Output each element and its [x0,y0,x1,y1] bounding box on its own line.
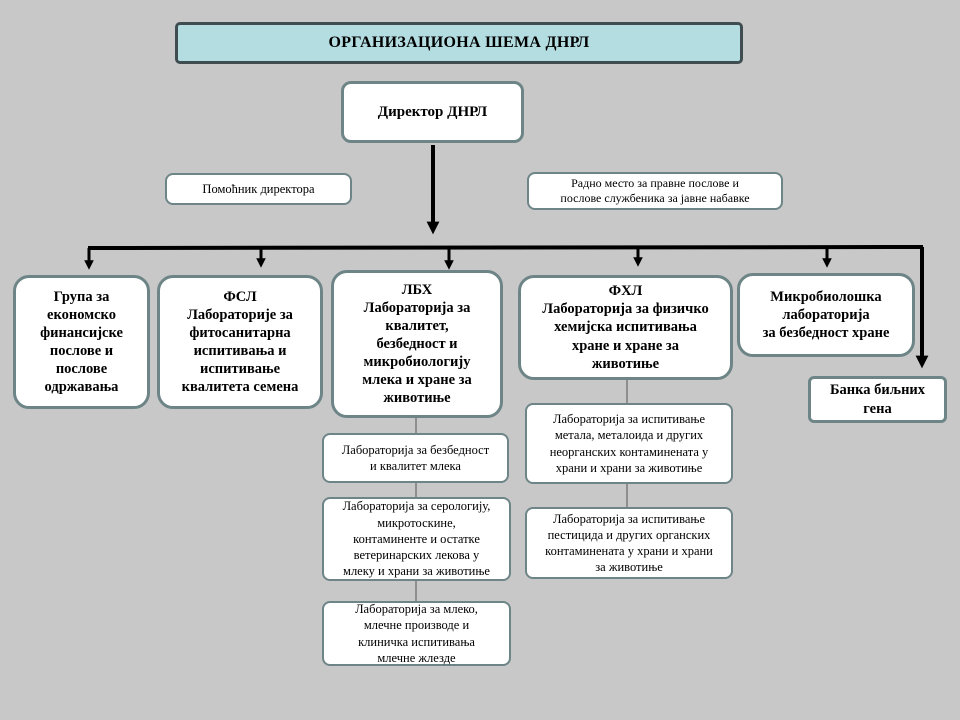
chart-title: ОРГАНИЗАЦИОНА ШЕМА ДНРЛ [175,22,743,64]
lbh-line-6: млека и хране за [362,372,472,389]
group-line-1: Група за [53,288,110,305]
fsl-box: ФСЛ Лабораторије за фитосанитарна испити… [157,275,323,409]
lbh-box: ЛБХ Лабораторија за квалитет, безбедност… [331,270,503,418]
fhl-sub1-line-3: неорганских контаминената у [549,444,709,459]
lbh-sub3-line-3: клиничка испитивања [358,634,475,649]
lbh-line-4: безбедност и [376,335,458,352]
micro-line-2: лабораторија [782,306,870,323]
fhl-line-4: хране и хране за [571,337,679,354]
bank-line-1: Банка биљних [829,382,926,399]
fhl-sub1-line-2: метала, металоида и других [554,428,704,443]
fhl-line-2: Лабораторија за физичко [542,301,709,318]
fhl-line-1: ФХЛ [608,283,643,300]
group-line-2: економско [47,306,116,323]
group-line-5: послове [55,361,108,378]
fsl-line-4: испитивања и [193,343,287,359]
lbh-line-5: микробиологију [363,354,471,371]
fsl-line-3: фитосанитарна [189,324,291,341]
lbh-sub3-line-2: млечне производе и [363,618,470,633]
fhl-sub2-line-4: за животиње [595,560,663,575]
fhl-line-3: хемијска испитивања [554,319,697,336]
lbh-sub1-line-1: Лабораторија за безбедност [341,442,490,457]
fhl-sub2-line-3: контаминената у храни и храни [545,544,713,558]
lbh-line-3: квалитет, [385,317,449,334]
fhl-sub2-line-2: пестицида и других органских [547,527,711,542]
gene-bank-box: Банка биљних гена [808,376,947,423]
bank-line-2: гена [863,400,892,417]
legal-line-2: послове службеника за јавне набавке [560,191,750,205]
fhl-line-5: животиње [591,355,660,372]
group-line-3: финансијске [40,324,123,341]
lbh-sub2-line-2: микротоскине, [377,515,456,530]
group-line-4: послове и [49,343,114,359]
legal-line-1: Радно место за правне послове и [571,176,739,190]
fsl-line-2: Лабораторије за [187,306,293,323]
lbh-sub2-line-5: млеку и храни за животиње [343,564,490,579]
group-line-6: одржавања [44,379,119,396]
lbh-sub-serology-box: Лабораторија за серологију, микротоскине… [322,497,511,581]
lbh-line-2: Лабораторија за [363,299,471,316]
fhl-sub-metals-box: Лабораторија за испитивање метала, метал… [525,403,733,484]
lbh-sub3-line-4: млечне жлезде [377,650,456,665]
lbh-line-7: животиње [383,390,451,407]
lbh-sub2-line-1: Лабораторија за серологију, [342,499,491,514]
lbh-sub2-line-4: ветеринарских лекова у [353,548,480,563]
horizontal-bus [87,245,924,250]
lbh-sub1-line-2: и квалитет млека [370,459,461,473]
fhl-box: ФХЛ Лабораторија за физичко хемијска исп… [518,275,733,380]
lbh-sub3-line-1: Лабораторија за млеко, [355,602,478,616]
fhl-sub1-line-4: храни и храни за животиње [555,460,703,475]
assistant-director-box: Помоћник директора [165,173,352,205]
micro-lab-box: Микробиолошка лабораторија за безбедност… [737,273,915,357]
legal-position-box: Радно место за правне послове и послове … [527,172,783,210]
micro-line-3: за безбедност хране [762,325,890,342]
lbh-line-1: ЛБХ [401,281,433,298]
chart-title-text: ОРГАНИЗАЦИОНА ШЕМА ДНРЛ [328,34,590,51]
director-text: Директор ДНРЛ [377,103,488,120]
fsl-line-5: испитивање [199,361,281,378]
micro-line-1: Микробиолошка [770,288,882,305]
group-economic-box: Група за економско финансијске послове и… [13,275,150,409]
fhl-sub2-line-1: Лабораторија за испитивање [553,511,705,526]
assistant-director-text: Помоћник директора [202,181,315,196]
fsl-line-6: квалитета семена [181,379,299,396]
lbh-sub-dairy-box: Лабораторија за млеко, млечне производе … [322,601,511,666]
director-box: Директор ДНРЛ [341,81,524,143]
fhl-sub-pesticides-box: Лабораторија за испитивање пестицида и д… [525,507,733,579]
lbh-sub-milk-safety-box: Лабораторија за безбедност и квалитет мл… [322,433,509,483]
fsl-line-1: ФСЛ [223,288,257,305]
fhl-sub1-line-1: Лабораторија за испитивање [553,412,705,426]
lbh-sub2-line-3: контаминенте и остатке [353,531,480,546]
